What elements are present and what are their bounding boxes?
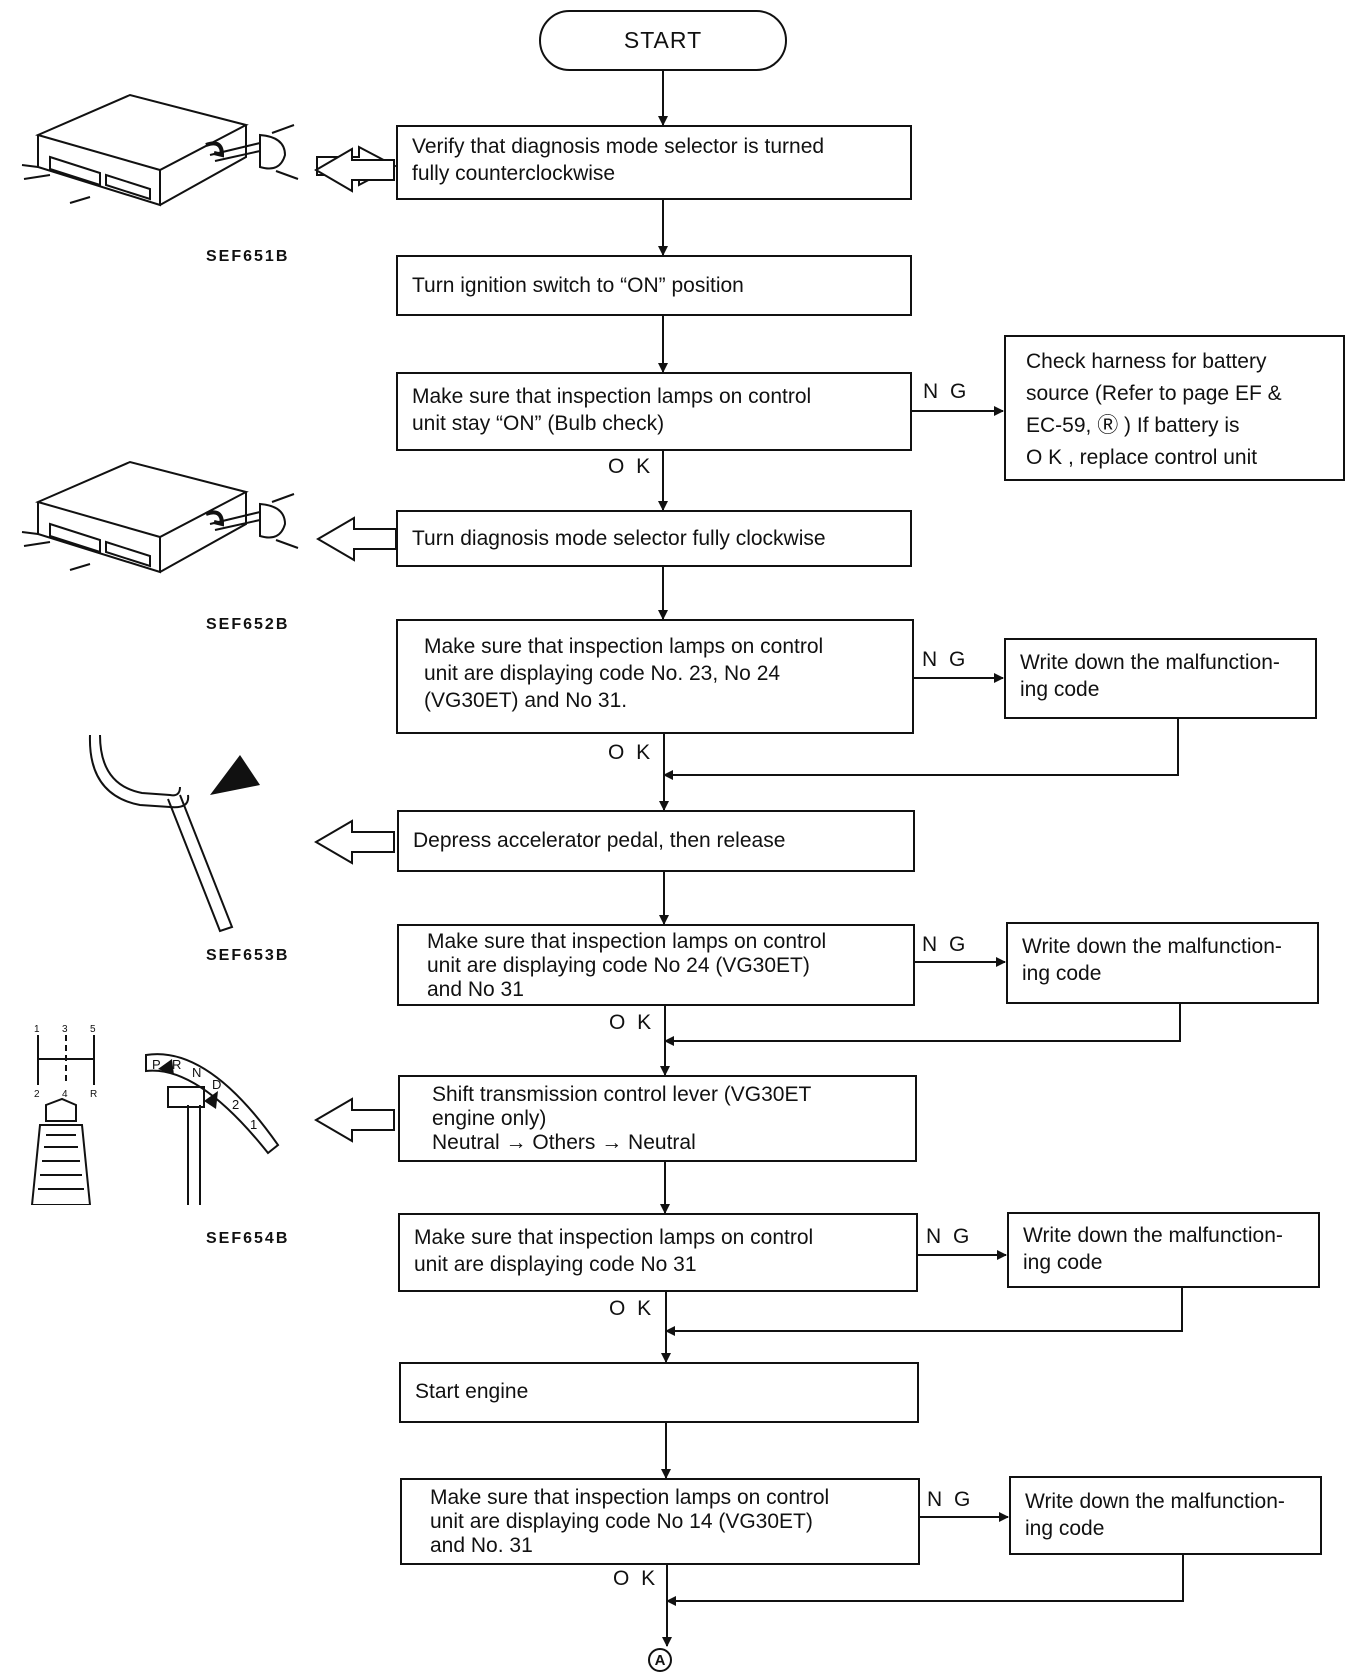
gate-letter: D xyxy=(212,1077,221,1092)
start-label: START xyxy=(623,27,703,53)
step-line: Make sure that inspection lamps on contr… xyxy=(427,930,827,953)
side-line: ing code xyxy=(1020,678,1100,701)
shift-digit: R xyxy=(90,1089,97,1100)
shift-digit: 5 xyxy=(90,1025,96,1035)
step-line: unit stay “ON” (Bulb check) xyxy=(412,412,665,435)
ng-label: N G xyxy=(923,380,970,403)
side-line: O K , replace control unit xyxy=(1026,446,1258,469)
shift-digit: 3 xyxy=(62,1025,68,1035)
step-line: unit are displaying code No 24 (VG30ET) xyxy=(427,954,810,977)
step-verify-selector: Verify that diagnosis mode selector is t… xyxy=(396,125,912,200)
step-code-31: Make sure that inspection lamps on contr… xyxy=(398,1213,918,1292)
figure-ref: SEF652B xyxy=(206,616,290,633)
side-line: Write down the malfunction- xyxy=(1025,1490,1285,1513)
gate-letter: R xyxy=(172,1057,181,1072)
ng-label: N G xyxy=(922,933,969,956)
gate-letter: P xyxy=(152,1057,161,1072)
step-line: Neutral → Others → Neutral xyxy=(432,1131,696,1154)
accelerator-pedal-illustration xyxy=(88,735,260,933)
step-line: Make sure that inspection lamps on contr… xyxy=(412,385,812,408)
step-line: engine only) xyxy=(432,1107,547,1130)
ng-label: N G xyxy=(927,1488,974,1511)
side-line: ing code xyxy=(1023,1251,1103,1274)
ng-label: N G xyxy=(926,1225,973,1248)
step-shift-lever: Shift transmission control lever (VG30ET… xyxy=(398,1075,917,1162)
step-line: and No. 31 xyxy=(430,1534,533,1557)
shift-digit: 1 xyxy=(34,1025,40,1035)
ok-label: O K xyxy=(608,741,654,764)
step-line: unit are displaying code No. 23, No 24 xyxy=(424,662,781,685)
figure-ref: SEF651B xyxy=(206,248,290,265)
ng-label: N G xyxy=(922,648,969,671)
step-line: Make sure that inspection lamps on contr… xyxy=(430,1486,830,1509)
side-line: ing code xyxy=(1025,1517,1105,1540)
step-line: Make sure that inspection lamps on contr… xyxy=(424,635,824,658)
gate-letter: 2 xyxy=(232,1097,239,1112)
step-line: unit are displaying code No 14 (VG30ET) xyxy=(430,1510,813,1533)
ok-label: O K xyxy=(609,1297,655,1320)
step-ignition-on: Turn ignition switch to “ON” position xyxy=(396,255,912,316)
figure-ref: SEF654B xyxy=(206,1230,290,1247)
step-code-24-31: Make sure that inspection lamps on contr… xyxy=(397,924,915,1006)
ng-check-harness-box: Check harness for battery source (Refer … xyxy=(1004,335,1345,481)
gate-letter: 1 xyxy=(250,1117,257,1132)
shift-digit: 2 xyxy=(34,1089,40,1100)
ng-write-code-box: Write down the malfunction- ing code xyxy=(1007,1212,1320,1288)
step-line: Depress accelerator pedal, then release xyxy=(413,829,786,852)
step-line: and No 31 xyxy=(427,978,524,1001)
side-line: Check harness for battery xyxy=(1026,350,1267,373)
ok-label: O K xyxy=(613,1567,659,1590)
control-unit-ccw-illustration xyxy=(21,93,299,207)
side-line: EC-59, Ⓡ ) If battery is xyxy=(1026,414,1240,437)
step-accelerator-pedal: Depress accelerator pedal, then release xyxy=(397,810,915,872)
ng-write-code-box: Write down the malfunction- ing code xyxy=(1006,922,1319,1004)
step-line: fully counterclockwise xyxy=(412,162,616,185)
step-line: Verify that diagnosis mode selector is t… xyxy=(412,135,825,158)
offpage-connector: A xyxy=(648,1648,672,1672)
step-line: Shift transmission control lever (VG30ET xyxy=(432,1083,812,1106)
step-line: Turn ignition switch to “ON” position xyxy=(412,274,744,297)
side-line: Write down the malfunction- xyxy=(1020,651,1280,674)
step-line: Turn diagnosis mode selector fully clock… xyxy=(412,527,826,550)
step-selector-clockwise: Turn diagnosis mode selector fully clock… xyxy=(396,510,912,567)
step-line: Make sure that inspection lamps on contr… xyxy=(414,1226,814,1249)
ok-label: O K xyxy=(609,1011,655,1034)
figure-ref: SEF653B xyxy=(206,947,290,964)
shift-pattern-illustration: 1 3 5 2 4 R P R N D 2 1 xyxy=(30,1025,280,1205)
step-line: unit are displaying code No 31 xyxy=(414,1253,697,1276)
ng-write-code-box: Write down the malfunction- ing code xyxy=(1009,1476,1322,1555)
gate-letter: N xyxy=(192,1065,201,1080)
side-line: Write down the malfunction- xyxy=(1022,935,1282,958)
step-bulb-check: Make sure that inspection lamps on contr… xyxy=(396,372,912,451)
step-start-engine: Start engine xyxy=(399,1362,919,1423)
side-line: source (Refer to page EF & xyxy=(1026,382,1282,405)
side-line: Write down the malfunction- xyxy=(1023,1224,1283,1247)
step-code-23-24-31: Make sure that inspection lamps on contr… xyxy=(396,619,914,734)
step-code-14-31: Make sure that inspection lamps on contr… xyxy=(400,1478,920,1565)
ng-write-code-box: Write down the malfunction- ing code xyxy=(1004,638,1317,719)
step-line: Start engine xyxy=(415,1380,529,1403)
side-line: ing code xyxy=(1022,962,1102,985)
ok-label: O K xyxy=(608,455,654,478)
shift-digit: 4 xyxy=(62,1089,68,1100)
control-unit-cw-illustration xyxy=(21,460,299,574)
step-line: (VG30ET) and No 31. xyxy=(424,689,628,712)
start-terminal: START xyxy=(539,10,787,71)
connector-label: A xyxy=(654,1651,666,1669)
